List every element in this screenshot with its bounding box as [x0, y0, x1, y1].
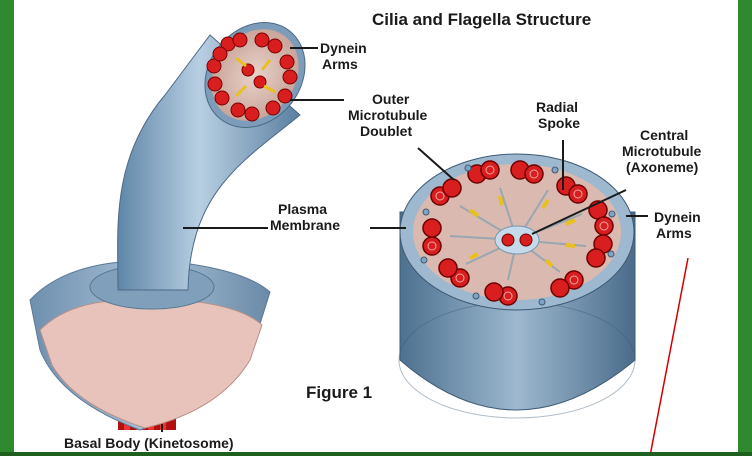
- label-central-microtubule: Central Microtubule (Axoneme): [622, 127, 705, 175]
- label-plasma-membrane: Plasma Membrane: [270, 201, 340, 233]
- label-outer-doublet-top: Outer Microtubule Doublet: [348, 91, 431, 139]
- label-basal-body: Basal Body (Kinetosome): [64, 435, 234, 451]
- frame-bottom-strip: [0, 452, 752, 456]
- figure-label: Figure 1: [306, 383, 372, 402]
- cross-section-illustration: [399, 154, 635, 418]
- diagram-panel: Cilia and Flagella Structure Dynein Arms…: [14, 0, 738, 456]
- annotation-line: [650, 258, 688, 456]
- label-dynein-arms-top: Dynein Arms: [320, 40, 371, 72]
- label-radial-spoke: Radial Spoke: [536, 99, 582, 131]
- label-dynein-arms-right: Dynein Arms: [654, 209, 705, 241]
- diagram-title: Cilia and Flagella Structure: [372, 10, 591, 29]
- cilia-diagram: Cilia and Flagella Structure Dynein Arms…: [14, 0, 738, 456]
